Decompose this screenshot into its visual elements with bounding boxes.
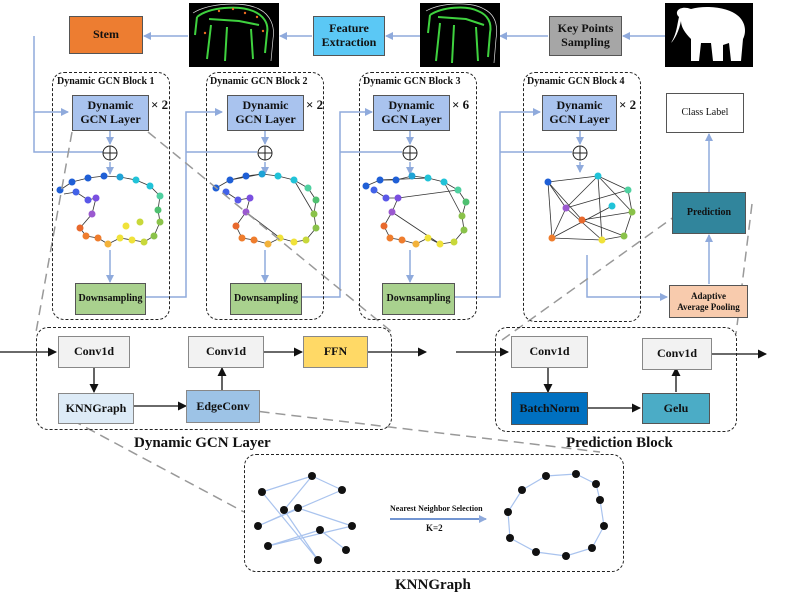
gelu-box: Gelu bbox=[642, 393, 710, 424]
prediction-block-title: Prediction Block bbox=[566, 435, 673, 451]
key-points-sampling-box: Key Points Sampling bbox=[549, 16, 622, 56]
pred-conv1d-output: Conv1d bbox=[642, 338, 712, 370]
class-label-text: Class Label bbox=[681, 107, 729, 119]
nearest-neighbor-selection-label: Nearest Neighbor Selection bbox=[390, 504, 483, 513]
dynamic-gcn-block-3 bbox=[359, 72, 477, 320]
dynamic-gcn-layer-title: Dynamic GCN Layer bbox=[134, 435, 271, 451]
prediction-block-panel bbox=[495, 327, 737, 432]
block2-title: Dynamic GCN Block 2 bbox=[210, 76, 308, 87]
elephant-silhouette-icon bbox=[671, 7, 745, 61]
k-value-label: K=2 bbox=[426, 523, 443, 533]
block3-repeat: × 6 bbox=[452, 97, 470, 112]
edgeconv-label: EdgeConv bbox=[196, 398, 250, 413]
knn-graph-right bbox=[504, 470, 608, 560]
prediction-box: Prediction bbox=[672, 192, 746, 234]
elephant-skeleton-thumbnail-1 bbox=[189, 3, 279, 67]
block1-downsampling-label: Downsampling bbox=[78, 293, 143, 305]
stem-label: Stem bbox=[93, 27, 119, 42]
dynamic-gcn-block-4 bbox=[523, 72, 641, 322]
adaptive-average-pooling-box: Adaptive Average Pooling bbox=[669, 285, 748, 318]
key-points-sampling-label: Key Points Sampling bbox=[557, 21, 614, 49]
block3-dynamic-gcn-layer: Dynamic GCN Layer bbox=[373, 95, 450, 131]
block4-dynamic-gcn-layer: Dynamic GCN Layer bbox=[542, 95, 617, 131]
block4-layer-label: Dynamic GCN Layer bbox=[549, 98, 610, 126]
ffn-box: FFN bbox=[303, 336, 368, 368]
block2-graph-icon bbox=[212, 170, 320, 248]
pred-conv1d-input: Conv1d bbox=[511, 336, 588, 368]
block1-dynamic-gcn-layer: Dynamic GCN Layer bbox=[72, 95, 149, 131]
elephant-silhouette-thumbnail bbox=[665, 3, 753, 67]
top-flow-arrows bbox=[33, 32, 713, 301]
stem-box: Stem bbox=[69, 16, 143, 54]
feature-extraction-label: Feature Extraction bbox=[321, 21, 377, 49]
gcn-conv1d-output: Conv1d bbox=[188, 336, 264, 368]
knn-graph-left bbox=[254, 472, 356, 564]
residual-add-icons bbox=[102, 145, 588, 161]
block2-dynamic-gcn-layer: Dynamic GCN Layer bbox=[227, 95, 304, 131]
elephant-skeleton-icon bbox=[192, 3, 274, 62]
block1-downsampling: Downsampling bbox=[75, 283, 146, 315]
class-label-box: Class Label bbox=[666, 93, 744, 133]
block1-graph-icon bbox=[56, 172, 164, 248]
pred-conv1d-input-label: Conv1d bbox=[529, 344, 570, 359]
block1-repeat: × 2 bbox=[151, 97, 169, 112]
block3-title: Dynamic GCN Block 3 bbox=[363, 76, 461, 87]
gcn-conv1d-input-label: Conv1d bbox=[73, 344, 114, 359]
knngraph-title: KNNGraph bbox=[395, 577, 471, 593]
elephant-skeleton-thumbnail-2 bbox=[420, 3, 500, 67]
block3-downsampling-label: Downsampling bbox=[386, 293, 451, 305]
dynamic-gcn-block-2 bbox=[206, 72, 324, 320]
lower-flow-arrows bbox=[0, 347, 767, 413]
block4-title: Dynamic GCN Block 4 bbox=[527, 76, 625, 87]
prediction-label: Prediction bbox=[686, 207, 732, 219]
batchnorm-label: BatchNorm bbox=[519, 400, 580, 415]
block1-title: Dynamic GCN Block 1 bbox=[57, 76, 155, 87]
gelu-label: Gelu bbox=[663, 400, 689, 415]
block1-layer-label: Dynamic GCN Layer bbox=[80, 98, 141, 126]
pred-conv1d-output-label: Conv1d bbox=[656, 346, 697, 361]
block3-graph-icon bbox=[362, 172, 470, 248]
gcn-conv1d-output-label: Conv1d bbox=[205, 344, 246, 359]
dynamic-gcn-layer-panel bbox=[36, 327, 392, 430]
block2-repeat: × 2 bbox=[306, 97, 324, 112]
block2-downsampling: Downsampling bbox=[230, 283, 302, 315]
block2-layer-label: Dynamic GCN Layer bbox=[235, 98, 296, 126]
block4-graph-icon bbox=[544, 172, 636, 244]
edgeconv-box: EdgeConv bbox=[186, 390, 260, 423]
ffn-label: FFN bbox=[323, 344, 348, 359]
knngraph-panel bbox=[244, 454, 624, 572]
knngraph-box: KNNGraph bbox=[58, 393, 134, 424]
block2-downsampling-label: Downsampling bbox=[234, 293, 298, 305]
zoom-guide-lines bbox=[35, 131, 753, 513]
feature-extraction-box: Feature Extraction bbox=[313, 16, 385, 56]
gcn-conv1d-input: Conv1d bbox=[58, 336, 130, 368]
knngraph-label: KNNGraph bbox=[65, 400, 127, 415]
dynamic-gcn-block-1 bbox=[52, 72, 170, 320]
block3-downsampling: Downsampling bbox=[382, 283, 455, 315]
batchnorm-box: BatchNorm bbox=[511, 392, 588, 425]
elephant-skeleton-icon bbox=[425, 3, 498, 64]
block4-repeat: × 2 bbox=[619, 97, 637, 112]
adaptive-pooling-label: Adaptive Average Pooling bbox=[677, 291, 740, 312]
block3-layer-label: Dynamic GCN Layer bbox=[381, 98, 442, 126]
